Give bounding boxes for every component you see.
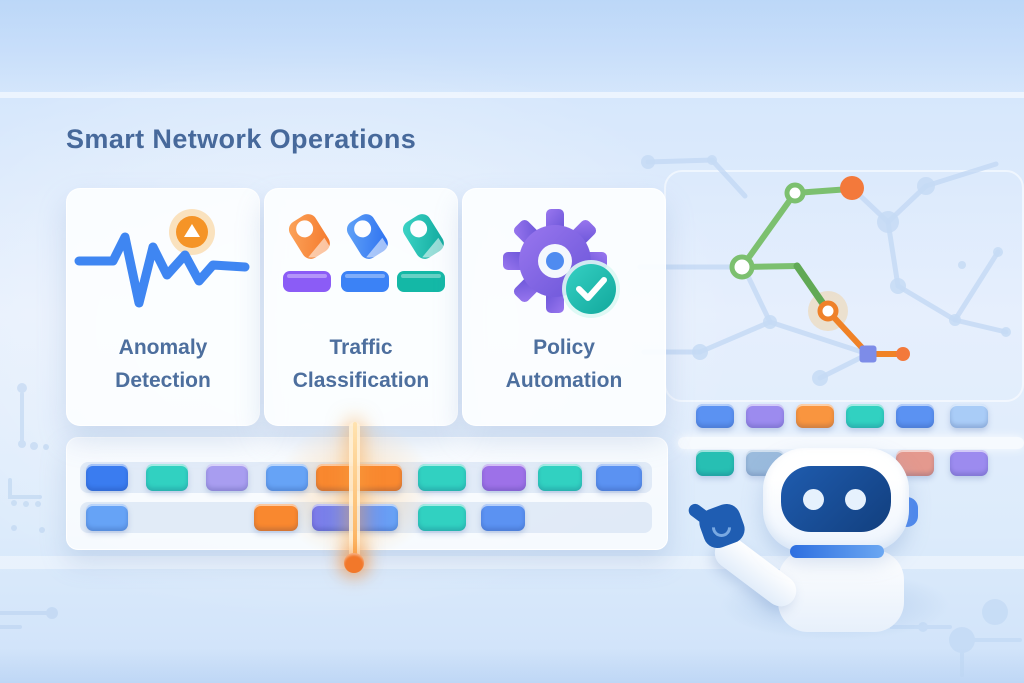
shelf-highlight-line: [0, 92, 1024, 98]
robot-eye-right: [845, 489, 866, 510]
robot-eye-left: [803, 489, 824, 510]
circuit-decoration-bottom-right: [890, 599, 1022, 677]
scan-line-core: [353, 422, 357, 562]
scan-line-endpoint-dot: [344, 553, 364, 573]
timeline-tray-panel: [66, 437, 668, 550]
gear-check-icon: [463, 203, 665, 331]
right-rows-highlight-stripe: [678, 437, 1024, 449]
chip: [696, 450, 734, 476]
robot-body: [778, 550, 904, 632]
network-topology-graph: [637, 155, 1011, 386]
bottom-background-band: [0, 648, 1024, 683]
chip: [950, 450, 988, 476]
robot-mouth: [790, 545, 884, 558]
card-label: Policy Automation: [505, 336, 623, 392]
page-title: Smart Network Operations: [66, 124, 417, 154]
card-policy-automation: Policy Automation: [462, 188, 666, 426]
robot-face-visor: [781, 466, 891, 532]
card-label: Traffic Classification: [292, 336, 430, 392]
card-label: Anomaly Detection: [115, 336, 211, 392]
card-traffic-classification: Traffic Classification: [264, 188, 458, 426]
card-anomaly-detection: Anomaly Detection: [66, 188, 260, 426]
top-background-band: [0, 0, 1024, 95]
traffic-tags-icon: [265, 203, 457, 331]
anomaly-waveform-icon: [67, 203, 259, 331]
circuit-decoration-left: [0, 383, 58, 629]
